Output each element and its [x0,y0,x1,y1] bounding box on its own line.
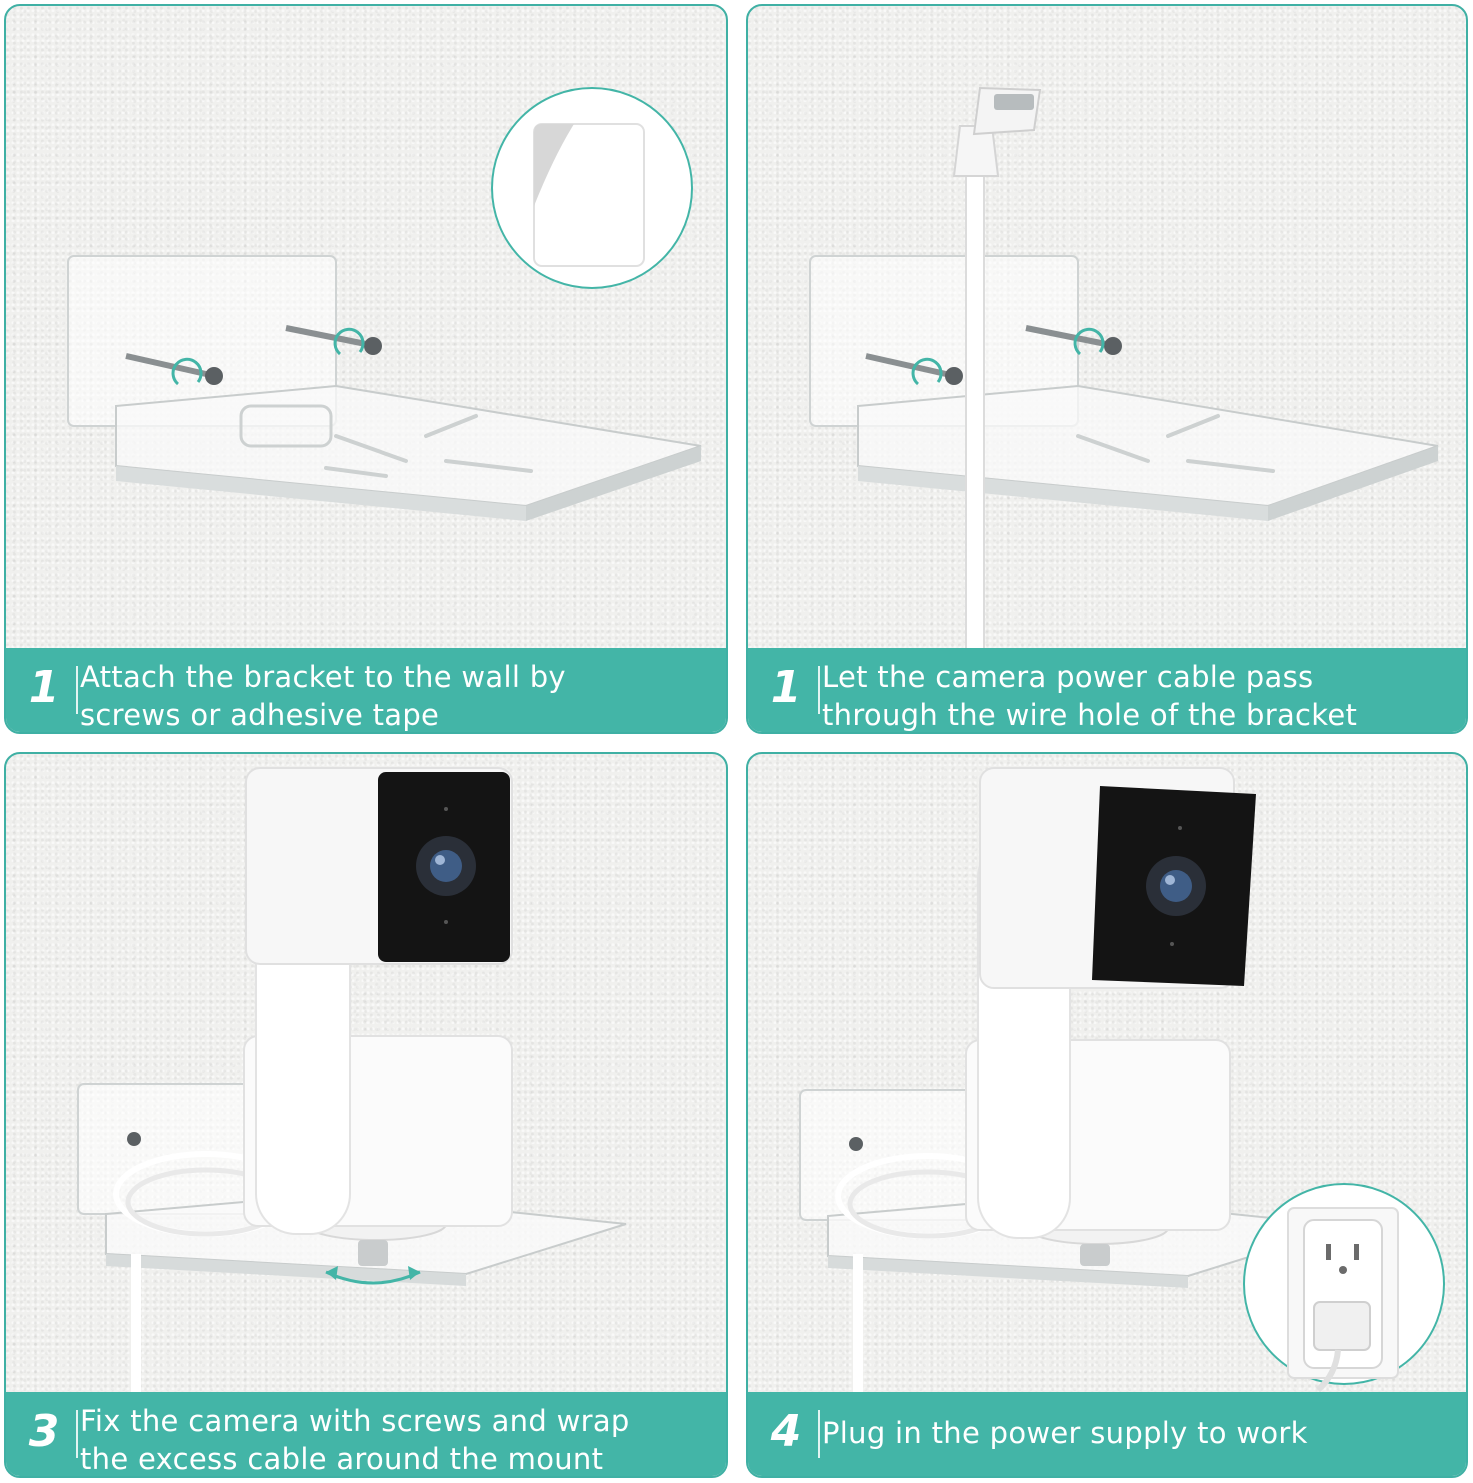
step-panel-1: 1 Attach the bracket to the wall by scre… [4,4,728,734]
camera-illustration [799,767,1445,1396]
adhesive-tape-icon [491,87,693,289]
step-panel-4: 4 Plug in the power supply to work [746,752,1468,1478]
caption-divider [818,1410,820,1458]
camera-illustration [77,767,627,1396]
step-panel-2: 1 Let the camera power cable pass throug… [746,4,1468,734]
caption-text: Let the camera power cable pass through … [822,658,1456,732]
caption-bar: 3 Fix the camera with screws and wrap th… [6,1392,726,1476]
step-number: 1 [770,662,802,713]
caption-line-1: Attach the bracket to the wall by [80,660,566,694]
bracket-illustration [67,87,702,521]
caption-text: Attach the bracket to the wall by screws… [80,658,716,732]
screw-icon [865,325,1122,386]
caption-bar: 4 Plug in the power supply to work [748,1392,1466,1476]
step-panel-3: 3 Fix the camera with screws and wrap th… [4,752,728,1478]
step-number: 3 [28,1406,60,1457]
caption-line-1: Fix the camera with screws and wrap [80,1404,630,1438]
screw-icon [125,325,382,386]
rotate-arrow-icon [325,1266,421,1285]
caption-text: Fix the camera with screws and wrap the … [80,1402,716,1476]
caption-line-2: screws or adhesive tape [80,698,440,732]
bracket-illustration [809,86,1439,652]
caption-line-1: Plug in the power supply to work [822,1416,1308,1450]
step-number: 1 [28,662,60,713]
caption-text: Plug in the power supply to work [822,1414,1456,1452]
caption-line-2: through the wire hole of the bracket [822,698,1358,732]
caption-bar: 1 Attach the bracket to the wall by scre… [6,648,726,732]
caption-bar: 1 Let the camera power cable pass throug… [748,648,1466,732]
caption-line-1: Let the camera power cable pass [822,660,1314,694]
power-outlet-icon [1243,1183,1445,1393]
caption-divider [76,1410,78,1458]
caption-divider [76,666,78,714]
caption-divider [818,666,820,714]
caption-line-2: the excess cable around the mount [80,1442,604,1476]
step-number: 4 [770,1406,802,1457]
usb-cable-icon [952,86,1042,652]
